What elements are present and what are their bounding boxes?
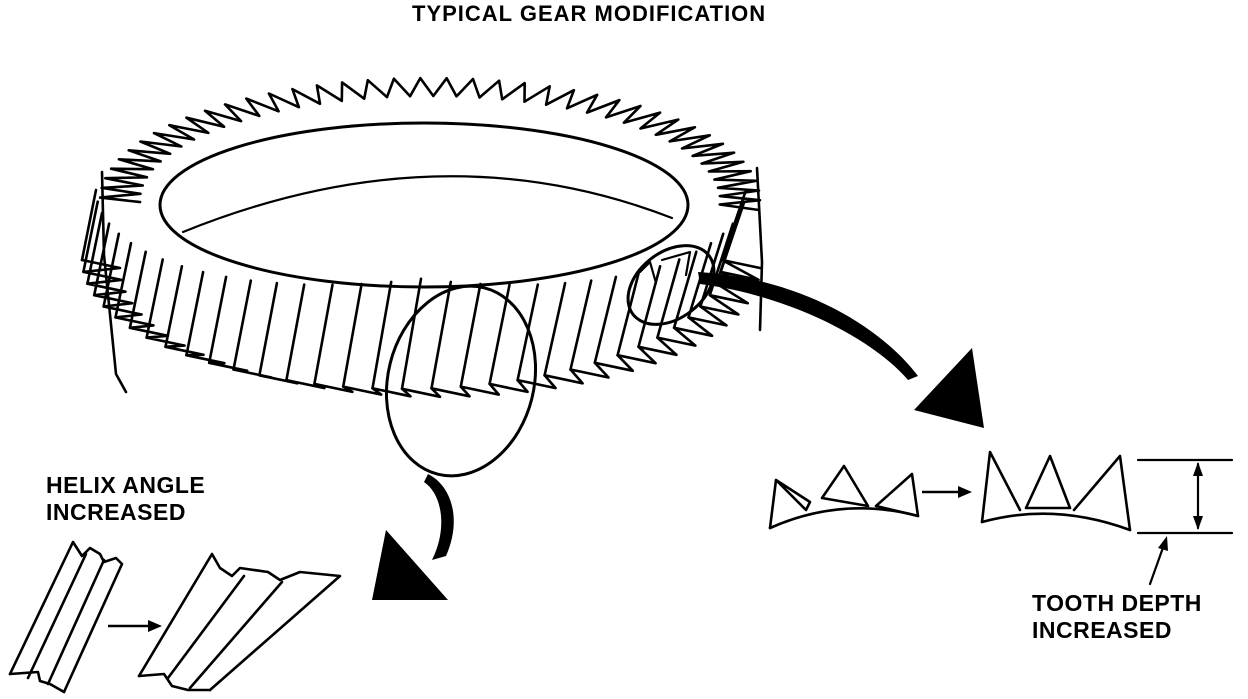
gear-helical-tooth bbox=[341, 282, 363, 388]
tooth-profile-increased bbox=[980, 450, 1132, 532]
tooth-profile-original bbox=[768, 464, 920, 530]
gear-helical-tooth bbox=[164, 264, 184, 349]
gear-helical-tooth bbox=[543, 281, 567, 377]
gear-helical-tooth bbox=[637, 264, 662, 349]
gear-helical-tooth bbox=[430, 280, 453, 390]
tooth-depth-label-line2: INCREASED bbox=[1032, 617, 1172, 643]
arrow-original-to-increased-tooth bbox=[958, 486, 972, 498]
gear-bottom-edge bbox=[80, 258, 762, 399]
gear-helical-tooth bbox=[656, 258, 681, 339]
tooth-depth-label-line1: TOOTH DEPTH bbox=[1032, 590, 1202, 616]
gear-face-teeth bbox=[80, 188, 748, 391]
helix-angle-label-line2: INCREASED bbox=[46, 499, 186, 525]
helix-detail-highlight bbox=[384, 284, 538, 478]
helix-increased-strip bbox=[137, 552, 342, 692]
gear-helical-tooth bbox=[699, 232, 725, 308]
gear-left-side bbox=[100, 170, 128, 394]
helical-gear bbox=[80, 76, 764, 399]
arrow-original-to-increased-helix bbox=[148, 620, 162, 632]
gear-helical-tooth bbox=[207, 275, 228, 365]
gear-helical-tooth bbox=[258, 281, 279, 377]
gear-helical-tooth bbox=[488, 283, 511, 386]
big-arrow-to-helix-detail bbox=[424, 474, 454, 560]
gear-right-side bbox=[755, 166, 764, 332]
gear-helical-tooth bbox=[185, 270, 205, 357]
gear-helical-tooth bbox=[285, 283, 306, 382]
gear-crown-teeth bbox=[98, 76, 762, 212]
gear-helical-tooth bbox=[232, 279, 253, 371]
gear-bore bbox=[158, 121, 690, 289]
gear-helical-tooth bbox=[371, 280, 393, 390]
tooth-depth-label: TOOTH DEPTH INCREASED bbox=[1032, 590, 1202, 644]
gear-helical-tooth bbox=[313, 283, 334, 386]
helix-angle-label-line1: HELIX ANGLE bbox=[46, 472, 206, 498]
gear-helical-tooth bbox=[80, 188, 98, 262]
gear-helical-tooth bbox=[516, 283, 540, 382]
tooth-detail-inner bbox=[638, 250, 692, 285]
gear-helical-tooth bbox=[593, 275, 618, 365]
helix-angle-label: HELIX ANGLE INCREASED bbox=[46, 472, 205, 526]
gear-helical-tooth bbox=[569, 279, 593, 371]
gear-teeth-top bbox=[98, 76, 762, 212]
gear-helical-tooth bbox=[459, 282, 482, 388]
big-arrow-to-tooth-detail bbox=[698, 272, 918, 380]
gear-bore-inner-edge bbox=[181, 175, 674, 234]
gear-helical-tooth bbox=[400, 277, 423, 391]
helix-original-strip bbox=[8, 540, 124, 694]
diagram-title: TYPICAL GEAR MODIFICATION bbox=[412, 1, 767, 26]
gear-helical-tooth bbox=[720, 188, 748, 262]
gear-helical-tooth bbox=[616, 270, 641, 357]
tooth-depth-dimension bbox=[1136, 458, 1234, 586]
tooth-detail-highlight bbox=[626, 244, 716, 326]
gear-helical-tooth bbox=[672, 250, 698, 330]
